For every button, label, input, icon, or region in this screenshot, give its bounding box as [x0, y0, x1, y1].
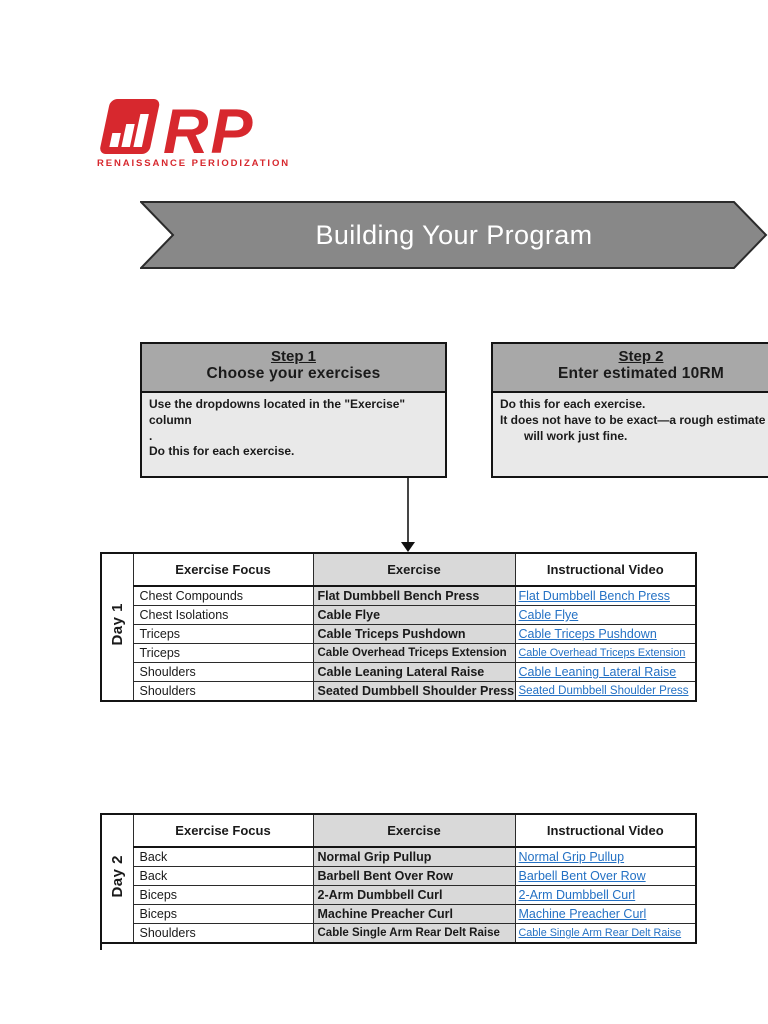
banner-chevron-shape — [140, 201, 768, 269]
focus-cell: Back — [132, 866, 314, 886]
rp-logo-icon: RP — [100, 97, 255, 157]
focus-cell: Back — [132, 846, 314, 867]
video-cell: Flat Dumbbell Bench Press — [514, 585, 697, 606]
day-2-table: Day 2 Exercise Focus Exercise Instructio… — [100, 813, 697, 944]
exercise-cell: Normal Grip Pullup — [312, 846, 516, 867]
step-2-title: Step 2 — [618, 348, 664, 365]
day-1-label-cell: Day 1 — [100, 552, 134, 702]
day-2-label-cell: Day 2 — [100, 813, 134, 944]
step-1-body-line: Do this for each exercise. — [149, 444, 295, 459]
col-header-exercise: Exercise — [312, 552, 516, 587]
video-link[interactable]: Cable Overhead Triceps Extension — [518, 647, 686, 659]
table-row: Back Barbell Bent Over Row Barbell Bent … — [101, 866, 697, 886]
video-link[interactable]: 2-Arm Dumbbell Curl — [518, 888, 636, 902]
video-cell: Cable Overhead Triceps Extension — [514, 643, 697, 663]
step-1-card: Step 1 Choose your exercises Use the dro… — [140, 342, 447, 478]
rp-logo: RP RENAISSANCE PERIODIZATION — [97, 97, 290, 169]
program-banner: Building Your Program — [140, 201, 768, 269]
focus-cell: Triceps — [132, 624, 314, 644]
table-row: Chest Isolations Cable Flye Cable Flye — [101, 605, 697, 625]
exercise-cell: Machine Preacher Curl — [312, 904, 516, 924]
video-link[interactable]: Cable Triceps Pushdown — [518, 627, 657, 641]
step-1-subtitle: Choose your exercises — [206, 365, 381, 382]
exercise-cell: Cable Leaning Lateral Raise — [312, 662, 516, 682]
video-cell: 2-Arm Dumbbell Curl — [514, 885, 697, 905]
col-header-instructional-video: Instructional Video — [514, 552, 697, 587]
focus-cell: Triceps — [132, 643, 314, 663]
banner-title: Building Your Program — [315, 219, 593, 250]
exercise-cell: Cable Flye — [312, 605, 516, 625]
focus-cell: Chest Compounds — [132, 585, 314, 606]
table-row: Biceps 2-Arm Dumbbell Curl 2-Arm Dumbbel… — [101, 885, 697, 905]
step-2-body-line: will work just fine. — [524, 428, 628, 443]
rp-logo-text: RP — [163, 97, 255, 157]
table-row: Triceps Cable Triceps Pushdown Cable Tri… — [101, 624, 697, 644]
step-1-header: Step 1 Choose your exercises — [142, 344, 445, 393]
connector-arrow-head — [401, 542, 415, 552]
video-cell: Cable Triceps Pushdown — [514, 624, 697, 644]
rp-logo-subtitle: RENAISSANCE PERIODIZATION — [97, 158, 291, 169]
step-2-body: Do this for each exercise. It does not h… — [493, 393, 768, 448]
focus-cell: Biceps — [132, 885, 314, 905]
video-cell: Seated Dumbbell Shoulder Press — [514, 681, 697, 702]
cut-off-border-stub — [100, 943, 102, 950]
focus-cell: Shoulders — [132, 681, 314, 702]
video-cell: Barbell Bent Over Row — [514, 866, 697, 886]
exercise-cell: Cable Triceps Pushdown — [312, 624, 516, 644]
video-link[interactable]: Machine Preacher Curl — [518, 907, 647, 921]
step-2-body-line: Do this for each exercise. — [500, 397, 646, 411]
table-row: Shoulders Cable Single Arm Rear Delt Rai… — [101, 923, 697, 944]
video-cell: Cable Leaning Lateral Raise — [514, 662, 697, 682]
step-1-title: Step 1 — [270, 348, 316, 365]
exercise-cell: Seated Dumbbell Shoulder Press — [312, 681, 516, 702]
step-2-card: Step 2 Enter estimated 10RM Do this for … — [491, 342, 768, 478]
focus-cell: Shoulders — [132, 923, 314, 944]
video-link[interactable]: Cable Flye — [518, 608, 579, 622]
col-header-exercise-focus: Exercise Focus — [132, 552, 314, 587]
table-row: Shoulders Seated Dumbbell Shoulder Press… — [101, 681, 697, 702]
focus-cell: Biceps — [132, 904, 314, 924]
video-cell: Cable Single Arm Rear Delt Raise — [514, 923, 697, 944]
step-2-body-line: It does not have to be exact—a rough est… — [500, 412, 766, 427]
step-1-body: Use the dropdowns located in the "Exerci… — [142, 393, 445, 464]
table-row: Back Normal Grip Pullup Normal Grip Pull… — [101, 846, 697, 867]
table-row: Chest Compounds Flat Dumbbell Bench Pres… — [101, 585, 697, 606]
video-cell: Machine Preacher Curl — [514, 904, 697, 924]
connector-arrow-line — [407, 478, 409, 544]
video-link[interactable]: Cable Single Arm Rear Delt Raise — [518, 927, 682, 939]
step-2-header: Step 2 Enter estimated 10RM — [493, 344, 768, 393]
video-link[interactable]: Cable Leaning Lateral Raise — [518, 665, 677, 679]
exercise-cell: Cable Overhead Triceps Extension — [312, 643, 516, 663]
step-2-subtitle: Enter estimated 10RM — [558, 365, 724, 382]
exercise-cell: 2-Arm Dumbbell Curl — [312, 885, 516, 905]
day-1-label: Day 1 — [108, 603, 126, 646]
col-header-exercise-focus: Exercise Focus — [132, 813, 314, 848]
video-link[interactable]: Flat Dumbbell Bench Press — [518, 589, 670, 603]
col-header-exercise: Exercise — [312, 813, 516, 848]
focus-cell: Chest Isolations — [132, 605, 314, 625]
focus-cell: Shoulders — [132, 662, 314, 682]
day-1-table: Day 1 Exercise Focus Exercise Instructio… — [100, 552, 697, 702]
day-2-label: Day 2 — [108, 854, 126, 898]
table-row: Shoulders Cable Leaning Lateral Raise Ca… — [101, 662, 697, 682]
exercise-cell: Flat Dumbbell Bench Press — [312, 585, 516, 606]
table-row: Biceps Machine Preacher Curl Machine Pre… — [101, 904, 697, 924]
video-cell: Cable Flye — [514, 605, 697, 625]
exercise-cell: Barbell Bent Over Row — [312, 866, 516, 886]
video-cell: Normal Grip Pullup — [514, 846, 697, 867]
table-row: Triceps Cable Overhead Triceps Extension… — [101, 643, 697, 663]
exercise-cell: Cable Single Arm Rear Delt Raise — [312, 923, 516, 944]
step-1-body-line: Use the dropdowns located in the "Exerci… — [149, 397, 406, 427]
col-header-instructional-video: Instructional Video — [514, 813, 697, 848]
video-link[interactable]: Normal Grip Pullup — [518, 850, 625, 864]
video-link[interactable]: Barbell Bent Over Row — [518, 869, 646, 883]
video-link[interactable]: Seated Dumbbell Shoulder Press — [518, 685, 689, 697]
step-1-body-line: . — [149, 428, 153, 443]
